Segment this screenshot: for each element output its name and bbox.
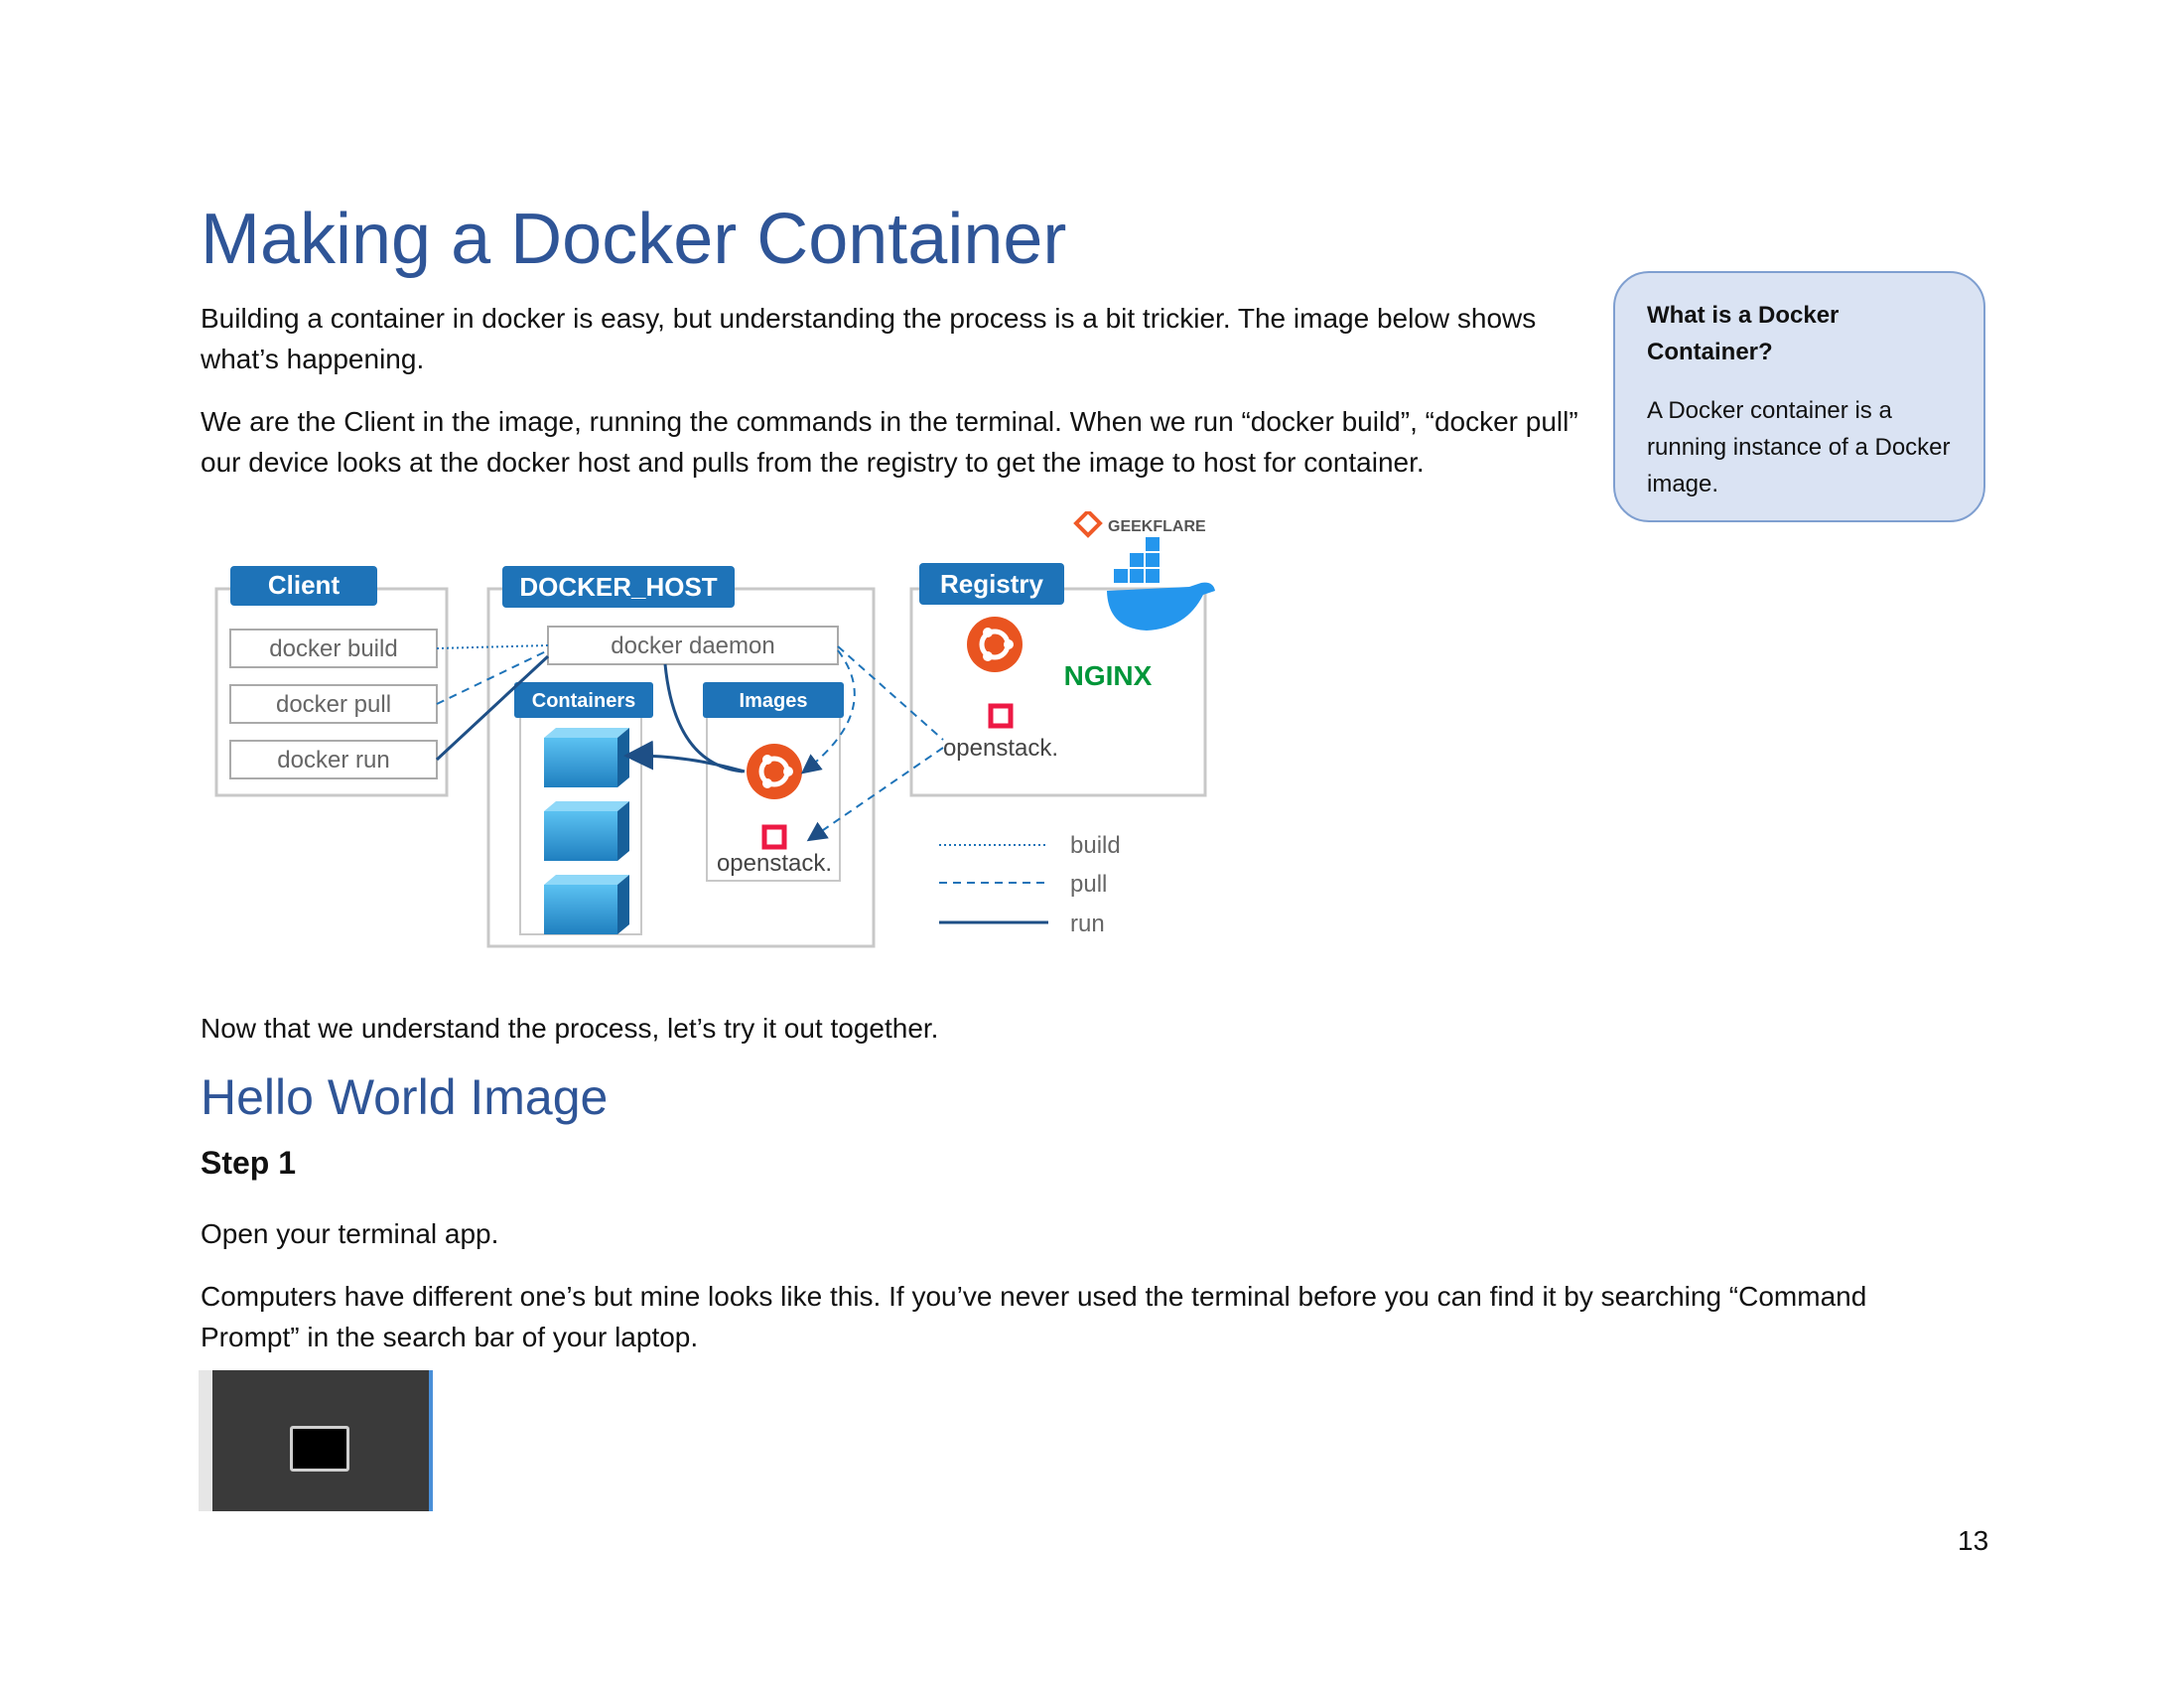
- step-instruction: Open your terminal app.: [201, 1218, 499, 1249]
- build-line: [436, 644, 549, 649]
- image-to-container-arrow: [623, 740, 746, 774]
- legend-run-label: run: [1070, 911, 1105, 937]
- ubuntu-icon: [747, 744, 802, 799]
- client-paragraph: We are the Client in the image, running …: [201, 406, 1578, 478]
- container-cube-1: [544, 728, 629, 787]
- page-title: Making a Docker Container: [201, 200, 1067, 279]
- intro-paragraph: Building a container in docker is easy, …: [201, 303, 1537, 374]
- geekflare-label: GEEKFLARE: [1108, 518, 1206, 535]
- container-cube-3: [544, 875, 629, 934]
- sidebar-body: A Docker container is a running instance…: [1647, 397, 1951, 497]
- cmd-run-label: docker run: [277, 747, 389, 774]
- cmd-pull-label: docker pull: [276, 691, 391, 718]
- cmd-build-label: docker build: [269, 635, 397, 662]
- cmd-build-box: [229, 629, 438, 668]
- client-header: [230, 566, 377, 606]
- terminal-screenshot: [199, 1370, 433, 1511]
- docker-host-header: [502, 566, 735, 608]
- legend-pull-label: pull: [1070, 871, 1107, 898]
- terminal-explanation: Computers have different one’s but mine …: [201, 1281, 1867, 1352]
- page-number: 13: [1958, 1525, 1989, 1556]
- openstack-icon: [761, 824, 787, 850]
- geekflare-logo: [1073, 511, 1103, 538]
- step-heading: Step 1: [201, 1145, 297, 1181]
- sidebar-title: What is a Docker Container?: [1647, 302, 1840, 365]
- taskbar-edge: [429, 1370, 433, 1511]
- docker-host-label: DOCKER_HOST: [519, 572, 717, 602]
- openstack-label-images: openstack.: [717, 850, 832, 877]
- pull-arrow: [800, 649, 856, 774]
- terminal-icon: [290, 1426, 349, 1472]
- openstack-label-registry: openstack.: [943, 735, 1058, 762]
- docker-architecture-diagram: Client docker build docker pull docker r…: [214, 511, 1215, 948]
- run-line: [435, 654, 550, 762]
- daemon-label: docker daemon: [611, 633, 774, 659]
- client-label: Client: [268, 570, 341, 600]
- pull-line: [436, 649, 549, 705]
- transition-paragraph: Now that we understand the process, let’…: [201, 1013, 939, 1044]
- section-heading: Hello World Image: [201, 1069, 609, 1125]
- containers-header: [514, 682, 653, 718]
- container-cube-2: [544, 801, 629, 861]
- openstack-icon-registry: [988, 703, 1014, 729]
- nginx-logo: NGINX: [1064, 660, 1153, 691]
- docker-whale-icon: [1107, 537, 1215, 631]
- daemon-box: [547, 626, 839, 665]
- ubuntu-icon-registry: [967, 617, 1023, 672]
- sidebar-callout: What is a Docker Container? A Docker con…: [1613, 271, 1985, 522]
- registry-label: Registry: [940, 569, 1044, 599]
- legend-build-label: build: [1070, 832, 1121, 859]
- containers-label: Containers: [532, 690, 635, 712]
- images-label: Images: [740, 690, 808, 712]
- daemon-to-registry-line: [837, 645, 944, 741]
- registry-header: [919, 563, 1064, 605]
- images-header: [703, 682, 844, 718]
